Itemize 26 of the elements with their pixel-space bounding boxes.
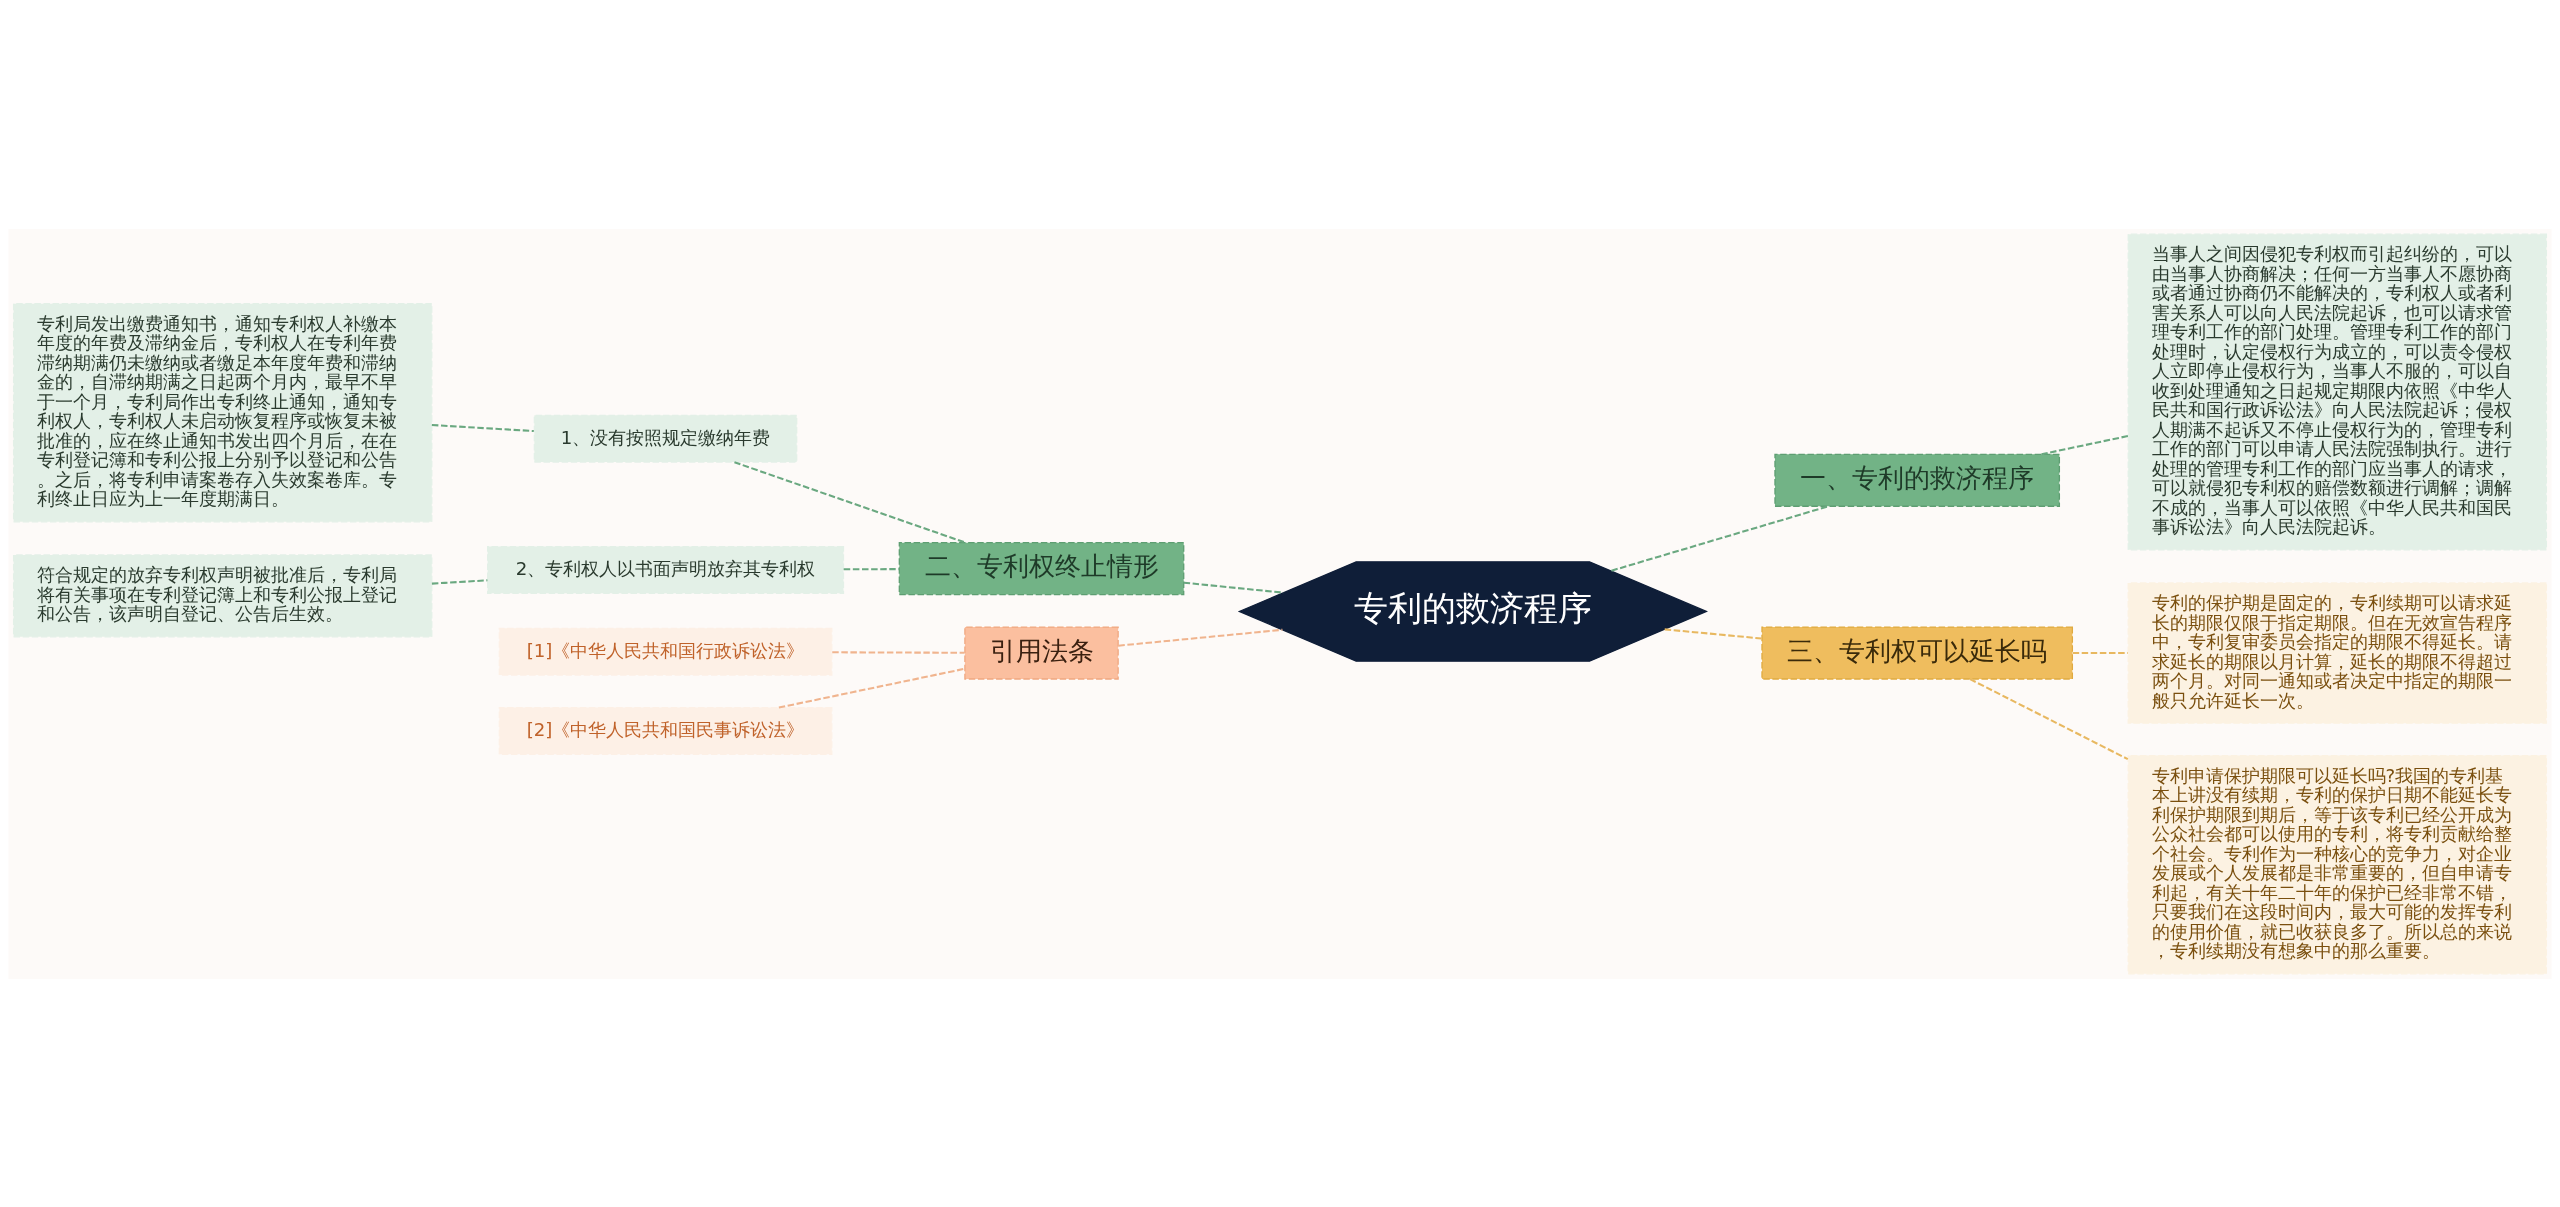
connector (1611, 504, 1829, 572)
node-box: 专利局发出缴费通知书，通知专利权人补缴本年度的年费及滞纳金后，专利权人在专利年费滞纳期满仍未缴纳或者缴足本年度年费和滞纳金的，自滞纳期满之日起两个月内，最早不早于一个月，专利局作出专利终止通知，通知专利权人，专利权人未启动恢复程序或恢复未被批准的，应在终止通知书发出四个月后，在在专利登记簿和专利公报上分别予以登记和公告。之后，将专利申请案卷存入失效案卷库。专利终止日应为上一年度期满日。 (12, 302, 433, 522)
connector (1183, 581, 1284, 594)
node-box: 2、专利权人以书面声明放弃其专利权 (486, 545, 845, 594)
node-box: 符合规定的放弃专利权声明被批准后，专利局将有关事项在专利登记簿上和专利公报上登记和公告，该声明自登记、公告后生效。 (12, 553, 433, 637)
connector (778, 667, 965, 709)
node-box: 专利的保护期是固定的，专利续期可以请求延长的期限仅限于指定期限。但在无效宣告程序中，专利复审委员会指定的期限不得延长。请求延长的期限以月计算，延长的期限不得超过两个月。对同一通知或者决定中指定的期限一般只允许延长一次。 (2127, 581, 2548, 724)
connector (832, 650, 965, 654)
connector (431, 423, 534, 432)
node-box: 引用法条 (964, 625, 1119, 680)
connector (734, 460, 966, 544)
node-box: 当事人之间因侵犯专利权而引起纠纷的，可以由当事人协商解决；任何一方当事人不愿协商或者通过协商仍不能解决的，专利权人或者利害关系人可以向人民法院起诉，也可以请求管理专利工作的部门处理。管理专利工作的部门处理时，认定侵权行为成立的，可以责令侵权人立即停止侵权行为，当事人不服的，可以自收到处理通知之日起规定期限内依照《中华人民共和国行政诉讼法》向人民法院起诉；侵权人期满不起诉又不停止侵权行为的，管理专利工作的部门可以申请人民法院强制执行。进行处理的管理专利工作的部门应当事人的请求，可以就侵犯专利权的赔偿数额进行调解；调解不成的，当事人可以依照《中华人民共和国民事诉讼法》向人民法院起诉。 (2127, 233, 2548, 550)
connector (1664, 627, 1762, 640)
node-box: 1、没有按照规定缴纳年费 (533, 414, 798, 463)
connector (2072, 651, 2128, 654)
connector (843, 567, 899, 570)
node-box: 一、专利的救济程序 (1774, 453, 2061, 507)
node-box: [2]《中华人民共和国民事诉讼法》 (498, 706, 833, 755)
connector (431, 578, 488, 585)
connector (2041, 434, 2129, 455)
connector (1118, 628, 1283, 647)
node-box: [1]《中华人民共和国行政诉讼法》 (498, 627, 833, 676)
node-box: 二、专利权终止情形 (898, 541, 1185, 595)
connector (1969, 677, 2129, 760)
node-box: 三、专利权可以延长吗 (1761, 625, 2074, 680)
node-box: 专利申请保护期限可以延长吗?我国的专利基本上讲没有续期，专利的保护日期不能延长专利保护期限到期后，等于该专利已经公开成为公众社会都可以使用的专利，将专利贡献给整个社会。专利作为一种核心的竞争力，对企业发展或个人发展都是非常重要的，但自申请专利起，有关十年二十年的保护已经非常不错，只要我们在这段时间内，最大可能的发挥专利的使用价值，就已收获良多了。所以总的来说，专利续期没有想象中的那么重要。 (2127, 754, 2548, 974)
